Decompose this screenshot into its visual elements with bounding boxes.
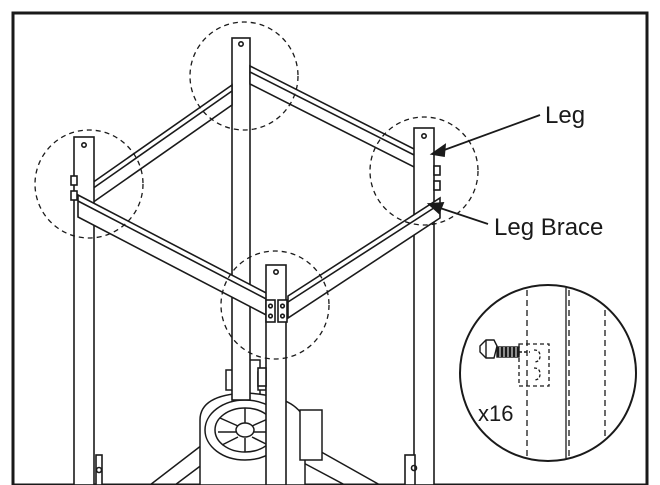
bolt-detail-inset: x16 [460,280,636,470]
leg-right [405,128,440,485]
bolt-quantity-label: x16 [478,401,513,426]
leg-brace-label: Leg Brace [494,214,603,241]
callout-leaders [429,115,540,224]
leg-brace-back-right [250,66,420,170]
leg-brace-back-left [82,85,232,210]
leg-leader-line [436,115,540,153]
leg-label: Leg [545,102,585,129]
leg-back [232,38,250,400]
detail-circle [460,285,636,461]
